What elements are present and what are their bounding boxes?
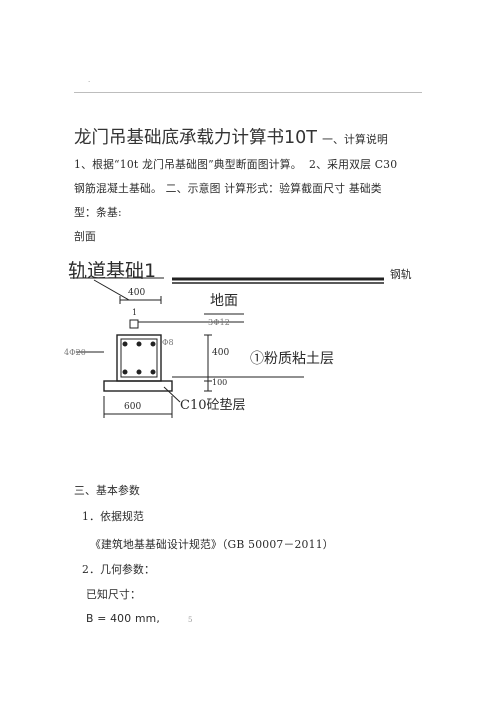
dim-right2-label: 100 (212, 378, 228, 387)
stirrup-label: Φ8 (162, 338, 174, 347)
section-marker: 1 (132, 308, 138, 317)
drawing-title: 轨道基础1 (68, 260, 157, 282)
intro-line-5: 剖面 (74, 230, 96, 243)
rebar-left-label: 4Φ20 (64, 348, 86, 357)
intro-line-2b: 2、采用双层 C30 (309, 158, 398, 171)
dim-bottom-label: 600 (124, 402, 142, 412)
cushion-label: C10砼垫层 (180, 398, 246, 413)
cushion-layer (103, 380, 173, 392)
header-rule (74, 92, 422, 93)
known-dimensions-label: 已知尺寸： (86, 588, 141, 601)
dim-top-label: 400 (128, 288, 146, 298)
document-title: 龙门吊基础底承载力计算书 (74, 128, 284, 148)
footnote-mark: 5 (188, 616, 193, 624)
rebar-top-label: 3Φ12 (208, 318, 230, 327)
b-value: B = 400 mm, (86, 612, 161, 625)
section-drawing: 轨道基础1 钢轨 地面 ①粉质粘土层 C10砼垫层 400 600 400 10… (64, 252, 424, 426)
intro-line-2a: 1、根据“10t 龙门吊基础图”典型断面图计算。 (74, 158, 302, 171)
intro-line-3: 钢筋混凝土基础。 二、示意图 计算形式：验算截面尺寸 基础类 (74, 182, 382, 195)
ground-label: 地面 (210, 293, 238, 309)
params-heading: 三、基本参数 (74, 484, 140, 497)
rail-label: 钢轨 (390, 268, 412, 281)
stirrup (120, 338, 158, 378)
header-dot: . (88, 76, 91, 84)
section-1-heading: 一、计算说明 (322, 133, 389, 146)
intro-line-4: 型：条基: (74, 206, 122, 219)
params-item-2: 2．几何参数： (82, 563, 156, 576)
soil-label: ①粉质粘土层 (250, 351, 334, 367)
params-item-1: 1．依据规范 (82, 510, 145, 523)
foundation-section-svg (70, 277, 384, 418)
dim-right-label: 400 (212, 348, 230, 358)
title-code: 10T (284, 128, 317, 148)
code-reference: 《建筑地基基础设计规范》（GB 50007－2011） (90, 538, 334, 551)
